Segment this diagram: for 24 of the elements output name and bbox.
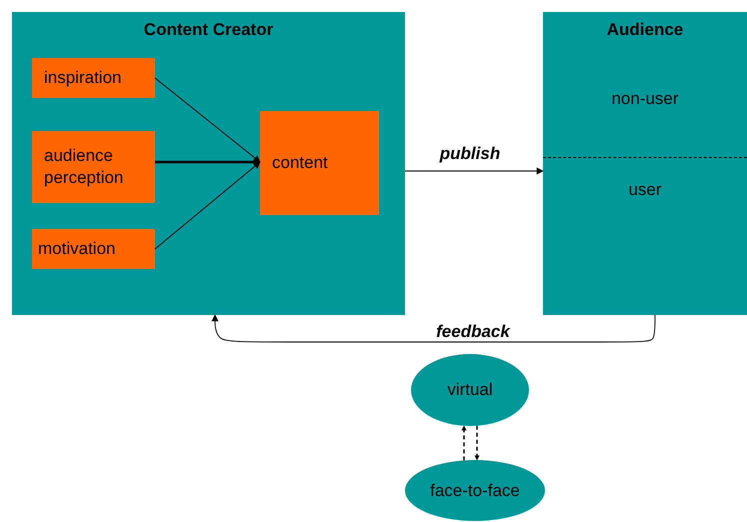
process-box: [32, 58, 155, 98]
node-label: content: [271, 152, 329, 174]
arrow: [474, 426, 480, 460]
node-label: motivation: [37, 238, 116, 260]
panel-title: Audience: [606, 20, 684, 40]
node-label: virtual: [446, 379, 494, 401]
panel: [12, 12, 405, 315]
process-box: [32, 131, 155, 203]
arrow: [155, 158, 261, 166]
arrow: [154, 162, 261, 250]
node-label: audience perception: [43, 145, 124, 189]
arrow: [404, 168, 544, 174]
node-label: user: [627, 179, 663, 201]
arrow: [154, 78, 261, 162]
node-label: non-user: [610, 88, 680, 110]
edge-label: publish: [438, 145, 502, 163]
process-box: [32, 229, 155, 269]
process-box: [260, 111, 379, 215]
node-label: face-to-face: [429, 480, 521, 502]
arrow: [212, 314, 656, 342]
panel: [543, 12, 747, 315]
panel-title: Content Creator: [142, 20, 274, 40]
arrow: [462, 425, 466, 460]
node-label: inspiration: [43, 67, 122, 89]
